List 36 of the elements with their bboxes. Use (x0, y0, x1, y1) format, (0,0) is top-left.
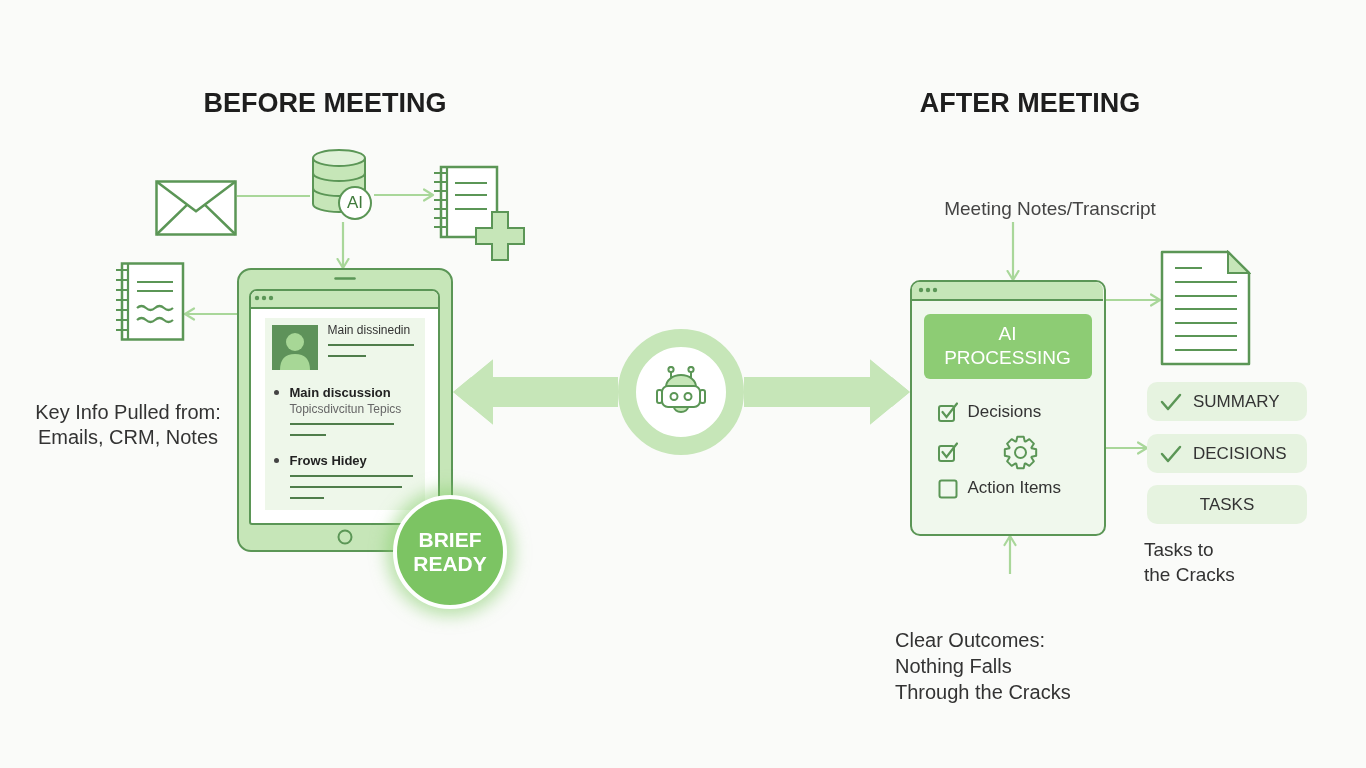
pill-label: SUMMARY (1193, 391, 1280, 412)
list-item-title: Frows Hidey (289, 452, 367, 469)
arrow (1106, 293, 1162, 307)
result-pill (1147, 382, 1307, 421)
result-pill (1147, 434, 1307, 473)
caption-text: Tasks to the Cracks (1144, 538, 1236, 587)
source-caption: Meeting Notes/Transcript (926, 196, 1174, 222)
document-icon (1160, 250, 1251, 366)
pill-label: TASKS (1199, 494, 1255, 515)
result-pill (1147, 485, 1307, 524)
flow-arrow (453, 359, 618, 425)
connector-line (237, 194, 310, 198)
caption-text: Clear Outcomes: Nothing Falls Through the Cracks (895, 628, 1072, 705)
processing-banner: AI PROCESSING (923, 313, 1092, 379)
ai-badge: AI (338, 186, 372, 220)
card-title: Main dissinedin (327, 322, 411, 338)
app-window (910, 280, 1106, 536)
checklist-item: Action Items (967, 477, 1062, 498)
arrow (1003, 534, 1017, 574)
notebook-icon (115, 262, 185, 341)
envelope-icon (155, 180, 237, 236)
arrow (183, 307, 237, 321)
list-item-subtitle: Topicsdivcitun Tepics (289, 401, 402, 417)
arrow (1006, 222, 1020, 282)
flow-arrow (744, 359, 910, 425)
arrow (1106, 441, 1149, 455)
arrow (374, 188, 435, 202)
checklist-item: Decisions (967, 401, 1042, 422)
section-heading: AFTER MEETING (919, 87, 1141, 119)
notebook-add-icon (433, 165, 525, 262)
status-badge: BRIEF READY (393, 495, 507, 609)
section-heading: BEFORE MEETING (203, 87, 447, 119)
pill-label: DECISIONS (1193, 443, 1287, 464)
list-item-title: Main discussion (289, 384, 391, 401)
caption-text: Key Info Pulled from: Emails, CRM, Notes (34, 400, 222, 450)
arrow (336, 222, 350, 270)
